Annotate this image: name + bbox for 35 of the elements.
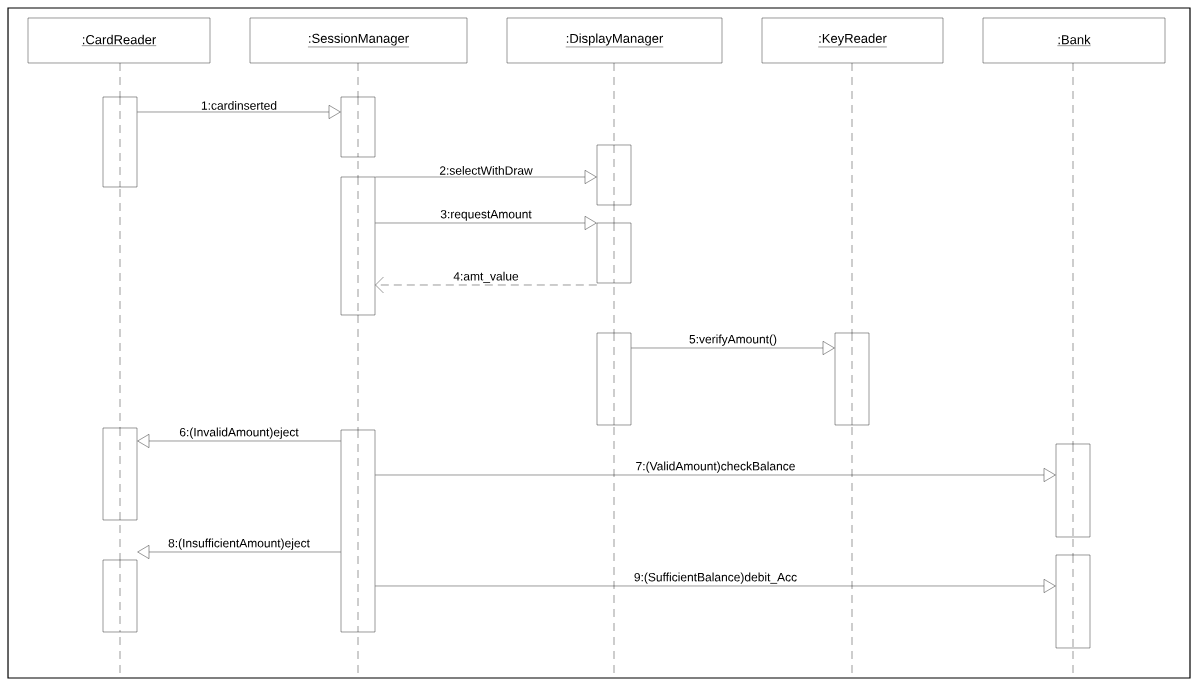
object-box: :Bank: [982, 17, 1166, 64]
message-arrow: [375, 276, 597, 294]
activation-bar: [596, 144, 632, 206]
activation-bar: [1055, 443, 1091, 538]
edge-label: 1:cardinserted: [201, 101, 277, 110]
edge-label: 2:selectWithDraw: [439, 166, 533, 175]
edge-label: 9:(SufficientBalance)debit_Acc: [634, 572, 797, 584]
message-arrow: [137, 105, 341, 119]
edge-label: 8:(InsufficientAmount)eject: [168, 538, 310, 550]
activation-bar: [102, 559, 138, 633]
edge-label: 5:verifyAmount(): [689, 334, 777, 346]
edge-label: 3:requestAmount: [440, 209, 532, 221]
object-box: :KeyReader: [761, 17, 944, 64]
activation-bar: [340, 96, 376, 158]
activation-bar: [596, 332, 632, 426]
activation-bar: [102, 96, 138, 188]
message-arrow: [375, 170, 597, 184]
message-arrow: [631, 341, 835, 355]
object-box: :CardReader: [27, 17, 211, 64]
edge-label: 6:(InvalidAmount)eject: [179, 427, 299, 439]
message-arrow: [375, 216, 597, 230]
message-arrow: [375, 468, 1056, 482]
activation-bar: [1055, 554, 1091, 649]
activation-bar: [340, 176, 376, 316]
message-arrow: [137, 434, 341, 448]
message-arrow: [375, 579, 1056, 593]
activation-bar: [834, 332, 870, 426]
activation-bar: [596, 222, 632, 284]
activation-bar: [340, 429, 376, 633]
activation-bar: [102, 427, 138, 521]
edge-label: 4:amt_value: [453, 271, 519, 283]
edge-label: 7:(ValidAmount)checkBalance: [636, 461, 795, 473]
object-box: :DisplayManager: [506, 17, 723, 64]
object-box: :SessionManager: [249, 17, 468, 64]
message-arrow: [137, 545, 341, 559]
